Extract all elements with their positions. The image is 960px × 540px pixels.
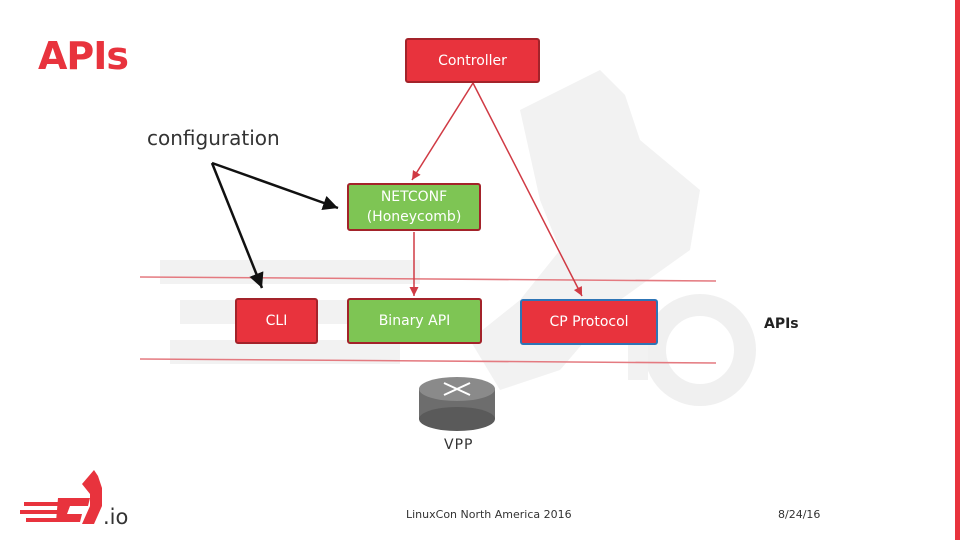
- cli-label: CLI: [265, 313, 288, 329]
- separator-line-top: [139, 276, 717, 282]
- arrow-controller-netconf: [411, 82, 474, 181]
- logo-suffix: .io: [103, 505, 129, 529]
- separator-line-bottom: [139, 358, 717, 364]
- netconf-label-line1: NETCONF: [380, 189, 448, 205]
- footer-event-text: LinuxCon North America 2016: [406, 508, 572, 521]
- arrow-config-cli: [210, 162, 264, 289]
- controller-node: Controller: [405, 38, 540, 83]
- netconf-node: NETCONF (Honeycomb): [347, 183, 481, 231]
- apis-label: APIs: [764, 316, 799, 332]
- footer-date: 8/24/16: [778, 508, 821, 521]
- vpp-label: VPP: [444, 437, 474, 453]
- cp-protocol-label: CP Protocol: [549, 314, 629, 330]
- netconf-label-line2: (Honeycomb): [366, 209, 462, 225]
- binary-api-label: Binary API: [378, 313, 451, 329]
- fd-io-logo: [20, 470, 102, 524]
- controller-label: Controller: [438, 52, 507, 69]
- cp-protocol-node: CP Protocol: [520, 299, 658, 345]
- arrow-controller-cp: [472, 82, 583, 297]
- slide-title: APIs: [38, 34, 129, 78]
- router-icon: [419, 377, 495, 431]
- slide-accent-bar: [955, 0, 960, 540]
- arrow-config-netconf: [211, 161, 339, 211]
- binary-api-node: Binary API: [347, 298, 482, 344]
- configuration-label: configuration: [147, 126, 280, 150]
- cli-node: CLI: [235, 298, 318, 344]
